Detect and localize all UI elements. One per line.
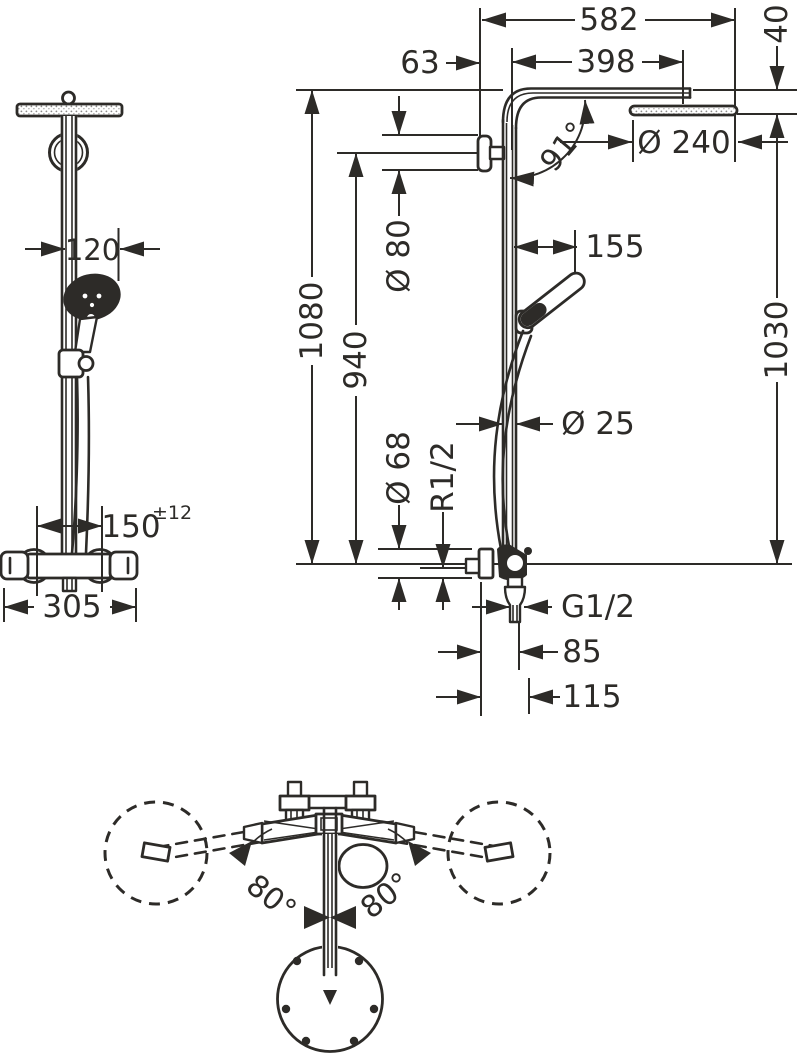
dim-swivel-left-label: 80° — [239, 868, 302, 928]
front-shower-pipe — [0, 90, 139, 593]
top-view: 80° 80° — [103, 780, 552, 1053]
dim-head-diameter-label: Ø 240 — [637, 125, 730, 161]
hand-shower-side — [517, 271, 586, 330]
dim-slider-tolerance-label: ±12 — [152, 502, 192, 524]
dim-pipe-to-head-label: 398 — [576, 44, 635, 80]
arm-shaft — [322, 806, 338, 1005]
valve-handle-right — [108, 550, 139, 581]
dim-bracket-height-label: 940 — [338, 330, 374, 389]
overhead-shower-front — [15, 102, 124, 118]
outlet-spout — [503, 585, 527, 624]
dim-arm-angle-label: 91° — [534, 115, 595, 178]
hose-connection — [497, 544, 532, 624]
shower-hose-side — [492, 329, 533, 551]
screw-left — [278, 780, 311, 824]
dim-valve-width-label: 305 — [42, 589, 101, 625]
top-hook — [61, 90, 76, 106]
pivot-block — [314, 812, 344, 836]
dim-bracket-diameter-label: Ø 80 — [381, 219, 417, 293]
overhead-shower-plate — [628, 104, 739, 117]
dim-holder-offset-label: 155 — [585, 229, 644, 265]
thermostat-valve — [0, 548, 139, 593]
dim-outlet-thread-label: G1/2 — [561, 589, 635, 625]
pivot-circle — [337, 843, 389, 889]
dim-hose-offset-label: 115 — [562, 679, 621, 715]
valve-handle-left — [0, 550, 30, 581]
shower-hose-front — [70, 375, 91, 555]
swivel-position-left — [103, 800, 209, 906]
riser-pipe-front — [60, 114, 78, 558]
dim-wall-to-pipe-label: 63 — [400, 45, 439, 81]
dim-hand-shower-width-label: 120 — [65, 233, 120, 267]
side-view: 582 63 398 40 Ø 240 91° Ø 80 155 1080 9 — [294, 2, 797, 716]
dim-head-height-label: 1030 — [759, 301, 795, 380]
supply-escutcheon — [477, 547, 495, 580]
side-shower-pipe — [464, 87, 739, 624]
dim-pipe-diameter-label: Ø 25 — [561, 406, 635, 442]
dim-outlet-offset-label: 85 — [562, 634, 601, 670]
dim-pipe-top-height-label: 1080 — [294, 282, 330, 361]
dim-slider-height-label: 150 — [101, 509, 160, 545]
dim-total-width-label: 582 — [579, 2, 638, 38]
swivel-indicator — [304, 906, 356, 929]
mounting-assembly — [242, 780, 416, 889]
hand-shower-front — [63, 273, 121, 354]
slider — [57, 348, 95, 379]
dim-head-drop-label: 40 — [759, 4, 795, 43]
dim-escutcheon-diameter-label: Ø 68 — [381, 431, 417, 505]
supply-stub — [464, 557, 481, 575]
hand-shower-handle — [73, 315, 99, 354]
spray-nozzles — [281, 956, 379, 1046]
front-view: 120 150 ±12 305 — [0, 90, 192, 625]
front-dimensions: 120 150 ±12 305 — [3, 228, 192, 625]
dim-supply-thread-label: R1/2 — [425, 441, 461, 512]
swivel-position-right — [446, 800, 552, 906]
